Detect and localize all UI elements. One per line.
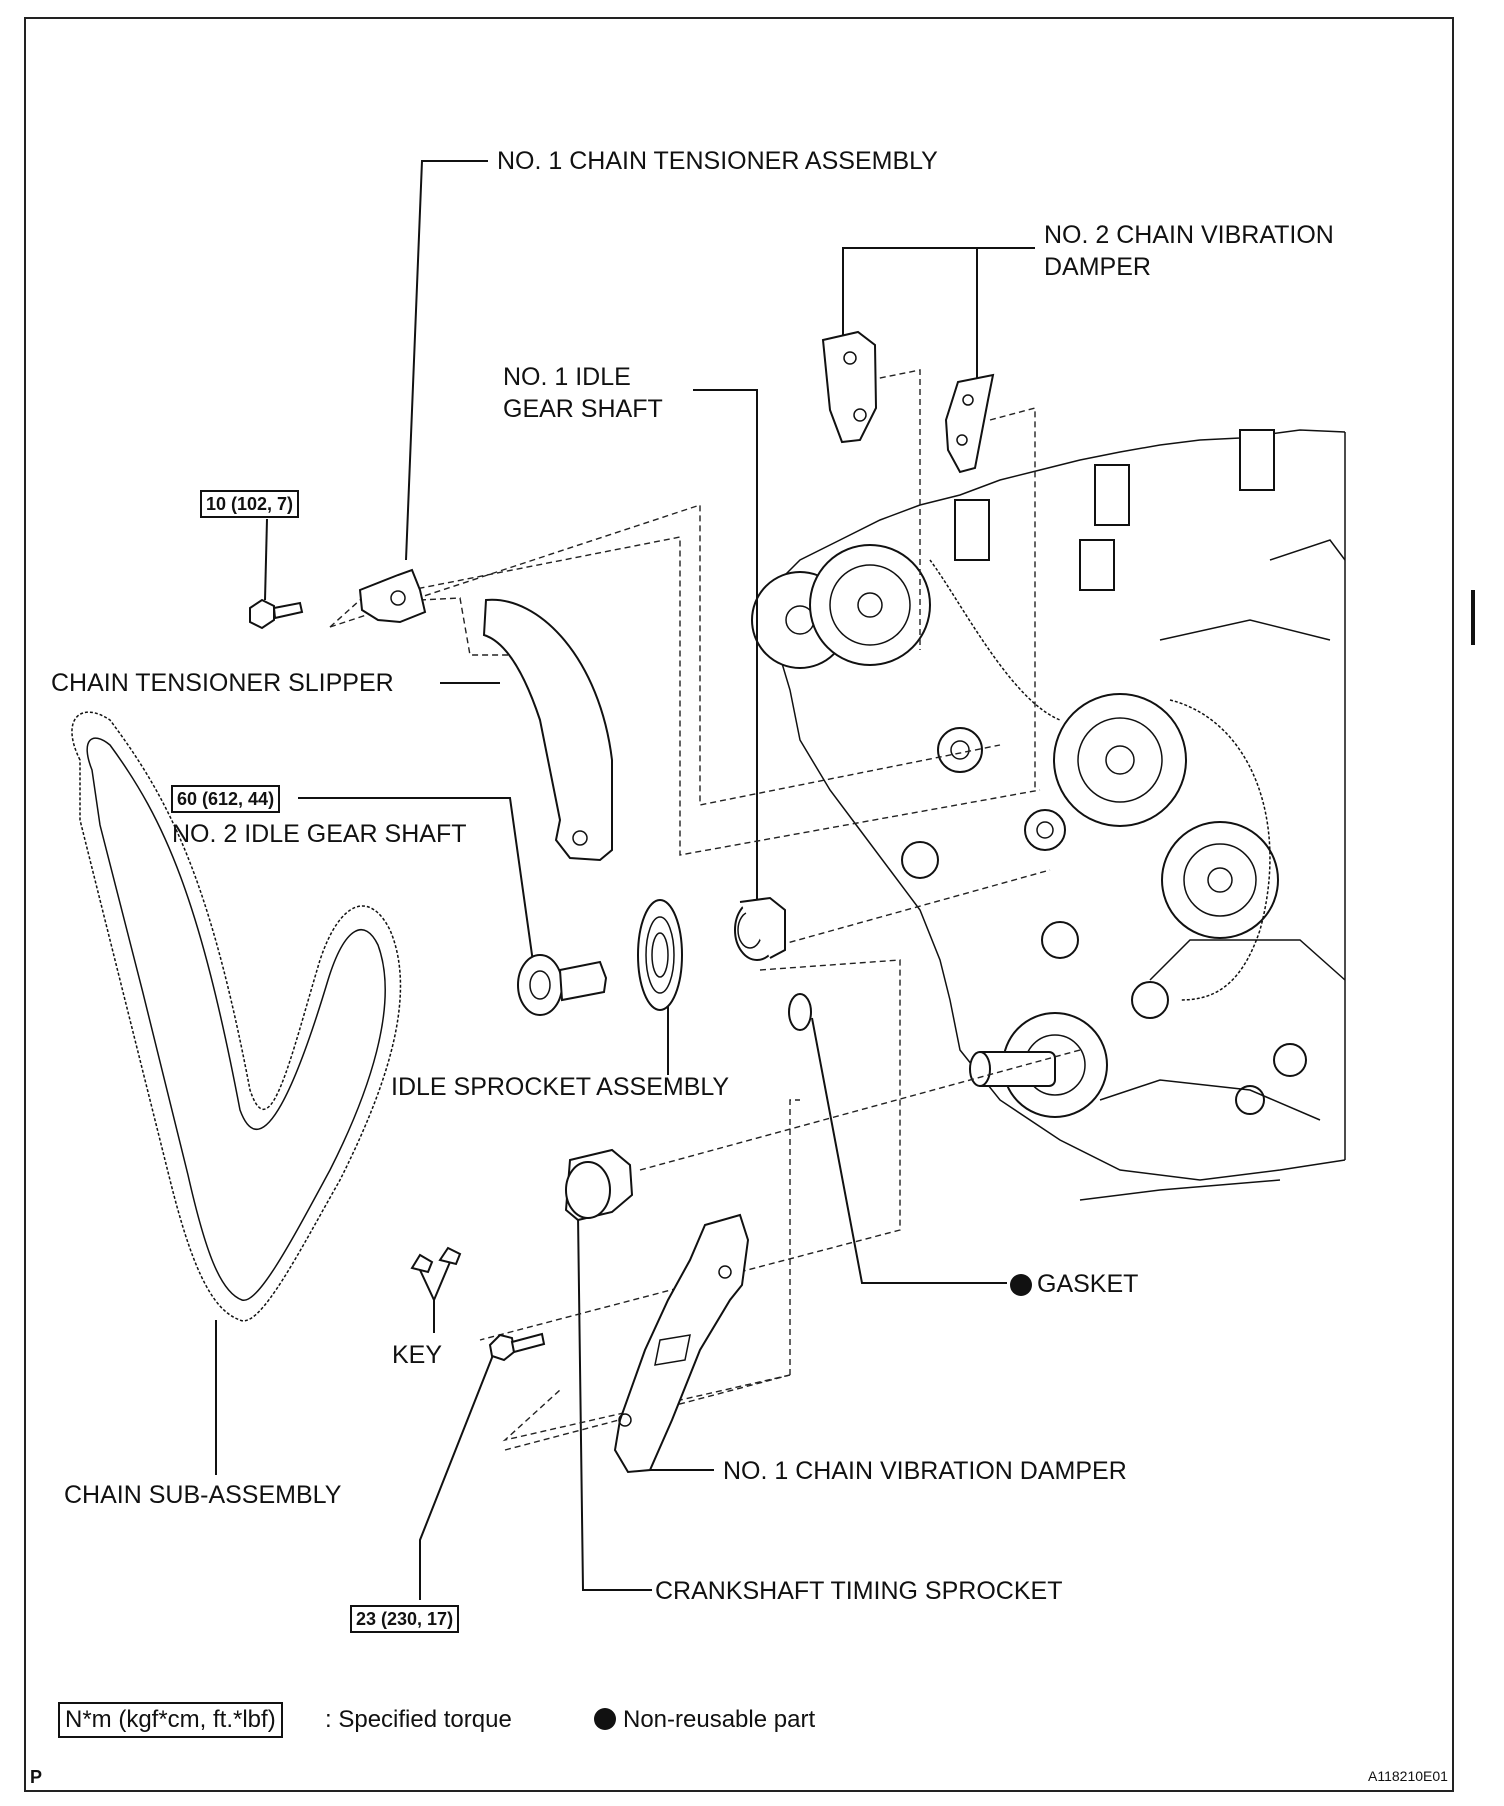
engine-block-drawing	[751, 429, 1346, 1201]
label-no1-idle-gear-shaft-line2: GEAR SHAFT	[503, 395, 663, 423]
label-no2-chain-vibration-damper-line1: NO. 2 CHAIN VIBRATION	[1044, 221, 1334, 249]
legend-non-reusable-icon	[594, 1708, 616, 1730]
figure-id: A118210E01	[1368, 1768, 1448, 1784]
corner-left-marker: P	[30, 1767, 43, 1787]
label-crankshaft-timing-sprocket: CRANKSHAFT TIMING SPROCKET	[655, 1577, 1063, 1605]
diagram-frame	[24, 17, 1454, 1792]
label-no1-chain-vibration-damper: NO. 1 CHAIN VIBRATION DAMPER	[723, 1457, 1127, 1485]
non-reusable-marker-icon	[1010, 1274, 1032, 1296]
label-no1-idle-gear-shaft-line1: NO. 1 IDLE	[503, 363, 631, 391]
legend-torque-unit-box: N*m (kgf*cm, ft.*lbf)	[58, 1702, 283, 1738]
alignment-dashed-lines	[329, 369, 1081, 1451]
label-gasket: GASKET	[1037, 1270, 1139, 1298]
torque-spec-damper-bolt: 23 (230, 17)	[350, 1605, 460, 1633]
label-no2-idle-gear-shaft: NO. 2 IDLE GEAR SHAFT	[172, 820, 467, 848]
label-chain-sub-assembly: CHAIN SUB-ASSEMBLY	[64, 1481, 342, 1509]
leader-lines	[215, 160, 1035, 1600]
legend-non-reusable-description: Non-reusable part	[623, 1706, 816, 1733]
parts-drawings	[249, 330, 995, 1474]
label-key: KEY	[392, 1341, 443, 1369]
torque-spec-no2-idle-gear-shaft: 60 (612, 44)	[171, 785, 281, 813]
label-idle-sprocket-assembly: IDLE SPROCKET ASSEMBLY	[391, 1073, 730, 1101]
chain-sub-assembly-drawing	[71, 711, 402, 1322]
label-no1-chain-tensioner-assembly: NO. 1 CHAIN TENSIONER ASSEMBLY	[497, 147, 938, 175]
label-no2-chain-vibration-damper-line2: DAMPER	[1044, 253, 1151, 281]
margin-change-bar	[1471, 590, 1475, 645]
torque-spec-tensioner-bolt: 10 (102, 7)	[200, 490, 300, 518]
legend-torque-description: : Specified torque	[325, 1706, 512, 1733]
label-chain-tensioner-slipper: CHAIN TENSIONER SLIPPER	[51, 669, 394, 697]
